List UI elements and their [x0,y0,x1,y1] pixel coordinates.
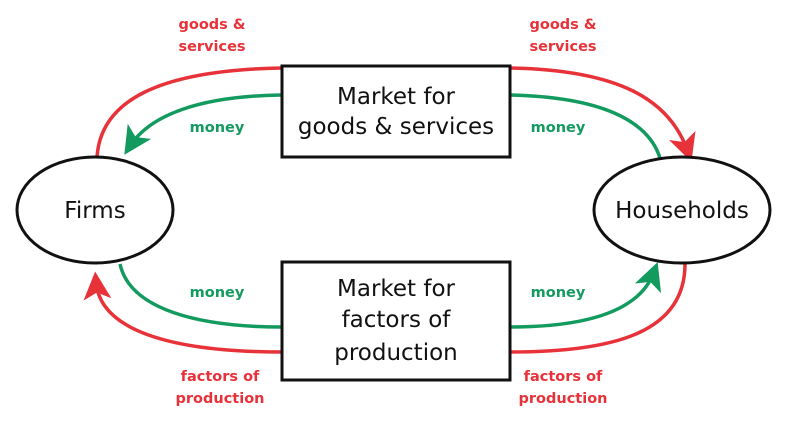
money-label-bottom-left: money [190,285,245,301]
money-flow-arrow-top-left [124,93,283,155]
money-flow-arrow-bottom-right [509,262,662,329]
goods-market-label: goods & services [298,114,494,140]
households-node [592,155,772,265]
money-flow-arrow-top-right [509,93,662,159]
factors-flow-arrow-right [509,263,687,354]
goods-market-box [280,64,512,159]
factors-flow-label-left: production [176,391,265,407]
money-flow-arrow-bottom-left [118,263,283,329]
goods-market-label: Market for [337,84,456,110]
firms-label: Firms [64,198,125,224]
factors-flow-label-right: production [519,391,608,407]
factor-market-label: production [334,340,458,366]
firms-node [15,155,175,265]
goods-flow-arrow-right [509,66,696,162]
factors-flow-arrow-left [83,271,283,354]
goods-flow-label-left: services [178,39,245,55]
factors-flow-label-right: factors of [524,369,603,385]
goods-flow-arrow-left [95,66,283,159]
factor-market-label: Market for [337,276,456,302]
factor-market-box [280,260,512,382]
money-label-bottom-right: money [531,285,586,301]
factor-market-label: factors of [342,307,452,333]
money-label-top-left: money [190,120,245,136]
factors-flow-label-left: factors of [181,369,260,385]
goods-flow-label-right: services [529,39,596,55]
households-label: Households [615,198,749,224]
money-label-top-right: money [531,120,586,136]
goods-flow-label-left: goods & [178,17,245,33]
goods-flow-label-right: goods & [529,17,596,33]
